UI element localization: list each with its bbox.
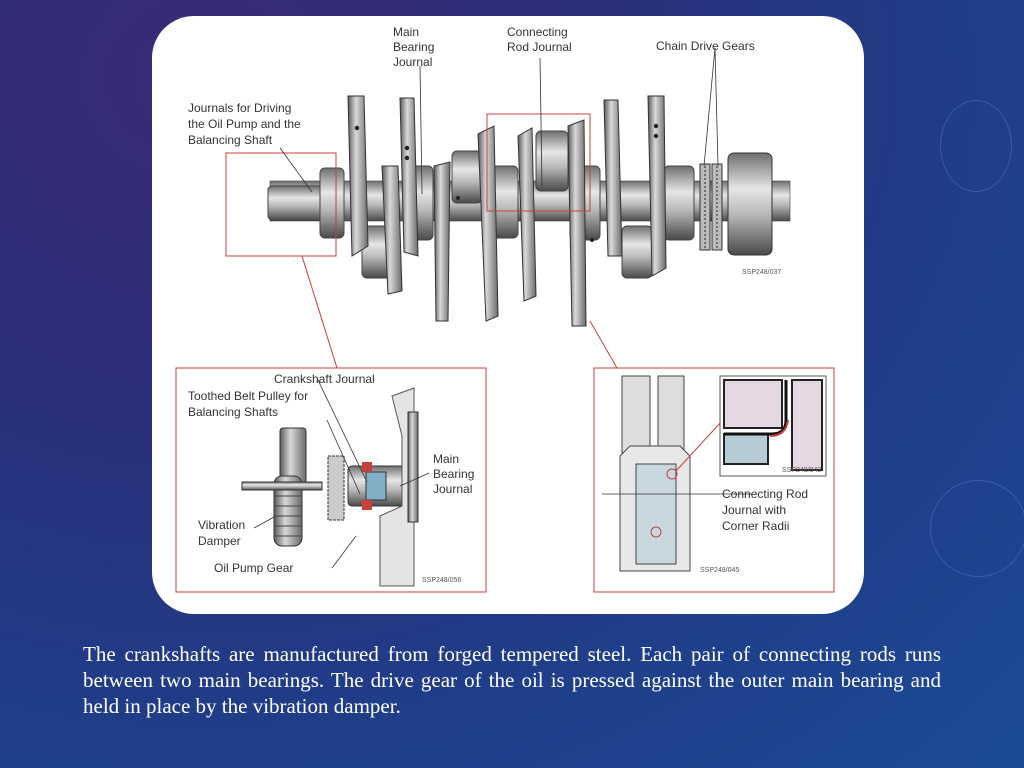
main-bearing-journal-detail-label: Main Bearing Journal [433, 452, 478, 496]
left-detail-code: SSP248/056 [422, 577, 461, 584]
conrod-corner-radii-label: Connecting Rod Journal with Corner Radii [722, 487, 811, 533]
conrod-journal-callout [486, 113, 591, 212]
corner-radius-inset: SSP248/043 [719, 375, 827, 477]
crankshaft-journal-label: Crankshaft Journal [274, 372, 375, 386]
oil-pump-gear-label: Oil Pump Gear [214, 561, 293, 575]
oil-pump-journals-label: Journals for Driving the Oil Pump and th… [188, 101, 304, 147]
decorative-circle [940, 100, 1012, 192]
connecting-rod-journal-label: Connecting Rod Journal [507, 25, 572, 54]
conrod-corner-radii-detail: SSP248/045 SSP248/043 [593, 367, 835, 593]
chain-drive-gears-label: Chain Drive Gears [656, 39, 755, 53]
main-figure-code: SSP248/037 [742, 269, 781, 276]
crankshaft: SSP248/037 [267, 95, 791, 327]
chain-drive-gears [699, 163, 723, 251]
front-end-detail: SSP248/056 [175, 367, 487, 593]
decorative-circle [930, 480, 1024, 577]
crankshaft-diagram: SSP248/037 Main Bearing Journal Connecti… [175, 25, 835, 593]
toothed-belt-pulley-label: Toothed Belt Pulley for Balancing Shafts [188, 389, 311, 419]
main-bearing-journal-label: Main Bearing Journal [393, 25, 438, 69]
oil-pump-journal-callout [225, 152, 337, 257]
diagram-card: SSP248/037 Main Bearing Journal Connecti… [152, 16, 864, 614]
inset-code: SSP248/043 [782, 467, 821, 474]
right-detail-code: SSP248/045 [700, 567, 739, 574]
vibration-damper-label: Vibration Damper [198, 518, 249, 548]
slide-caption: The crankshafts are manufactured from fo… [83, 642, 941, 718]
